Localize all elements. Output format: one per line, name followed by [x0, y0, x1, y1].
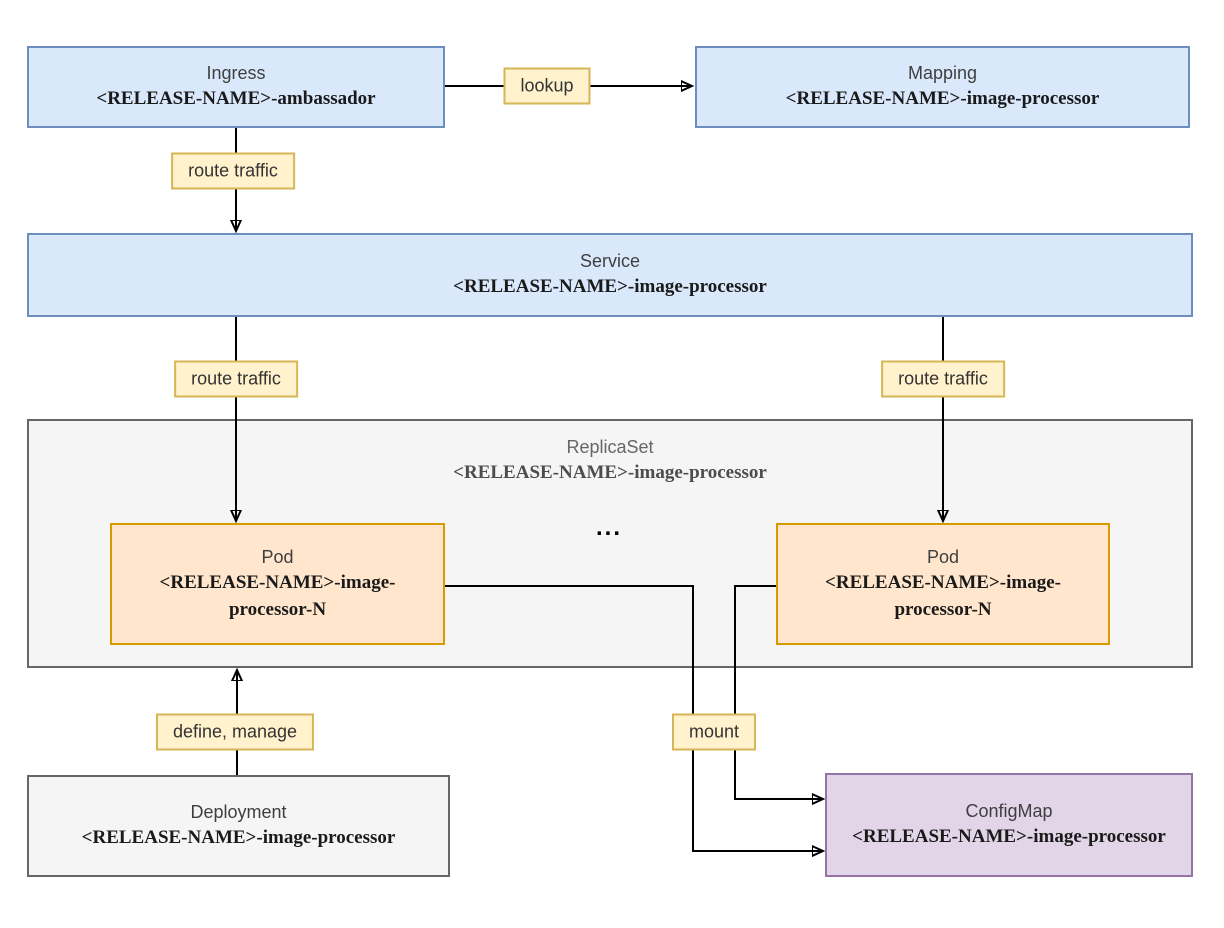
pod-left-name: <RELEASE-NAME>-image-processor-N [159, 572, 396, 620]
pod-right-title: Pod [926, 546, 960, 567]
edge-label-mount: mount [671, 713, 757, 751]
replicaset-title: ReplicaSet [566, 437, 654, 457]
deployment-name: <RELEASE-NAME>-image-processor [81, 827, 396, 849]
node-pod-right: Pod <RELEASE-NAME>-image-processor-N [776, 523, 1110, 645]
edge-label-define-manage: define, manage [155, 713, 315, 751]
ingress-name: <RELEASE-NAME>-ambassador [96, 88, 376, 110]
configmap-title: ConfigMap [965, 801, 1053, 822]
configmap-name: <RELEASE-NAME>-image-processor [852, 826, 1166, 848]
edge-label-route-traffic-ingress: route traffic [171, 152, 295, 190]
ingress-title: Ingress [206, 63, 266, 84]
service-title: Service [579, 251, 641, 272]
pod-right-name: <RELEASE-NAME>-image-processor-N [825, 572, 1061, 620]
edge-label-route-traffic-left: route traffic [174, 360, 298, 398]
node-deployment: Deployment <RELEASE-NAME>-image-processo… [27, 775, 450, 877]
mapping-title: Mapping [907, 63, 978, 84]
edge-label-route-traffic-right: route traffic [881, 360, 1005, 398]
replicaset-name: <RELEASE-NAME>-image-processor [453, 462, 767, 484]
deployment-title: Deployment [190, 802, 287, 823]
mapping-name: <RELEASE-NAME>-image-processor [785, 88, 1100, 110]
more-pods-ellipsis: ... [595, 514, 623, 541]
node-mapping: Mapping <RELEASE-NAME>-image-processor [695, 46, 1190, 128]
node-configmap: ConfigMap <RELEASE-NAME>-image-processor [825, 773, 1193, 877]
service-name: <RELEASE-NAME>-image-processor [453, 276, 767, 298]
node-ingress: Ingress <RELEASE-NAME>-ambassador [27, 46, 445, 128]
node-service: Service <RELEASE-NAME>-image-processor [27, 233, 1193, 317]
node-pod-left: Pod <RELEASE-NAME>-image-processor-N [110, 523, 445, 645]
edge-label-lookup: lookup [503, 67, 591, 105]
pod-left-title: Pod [261, 546, 294, 567]
